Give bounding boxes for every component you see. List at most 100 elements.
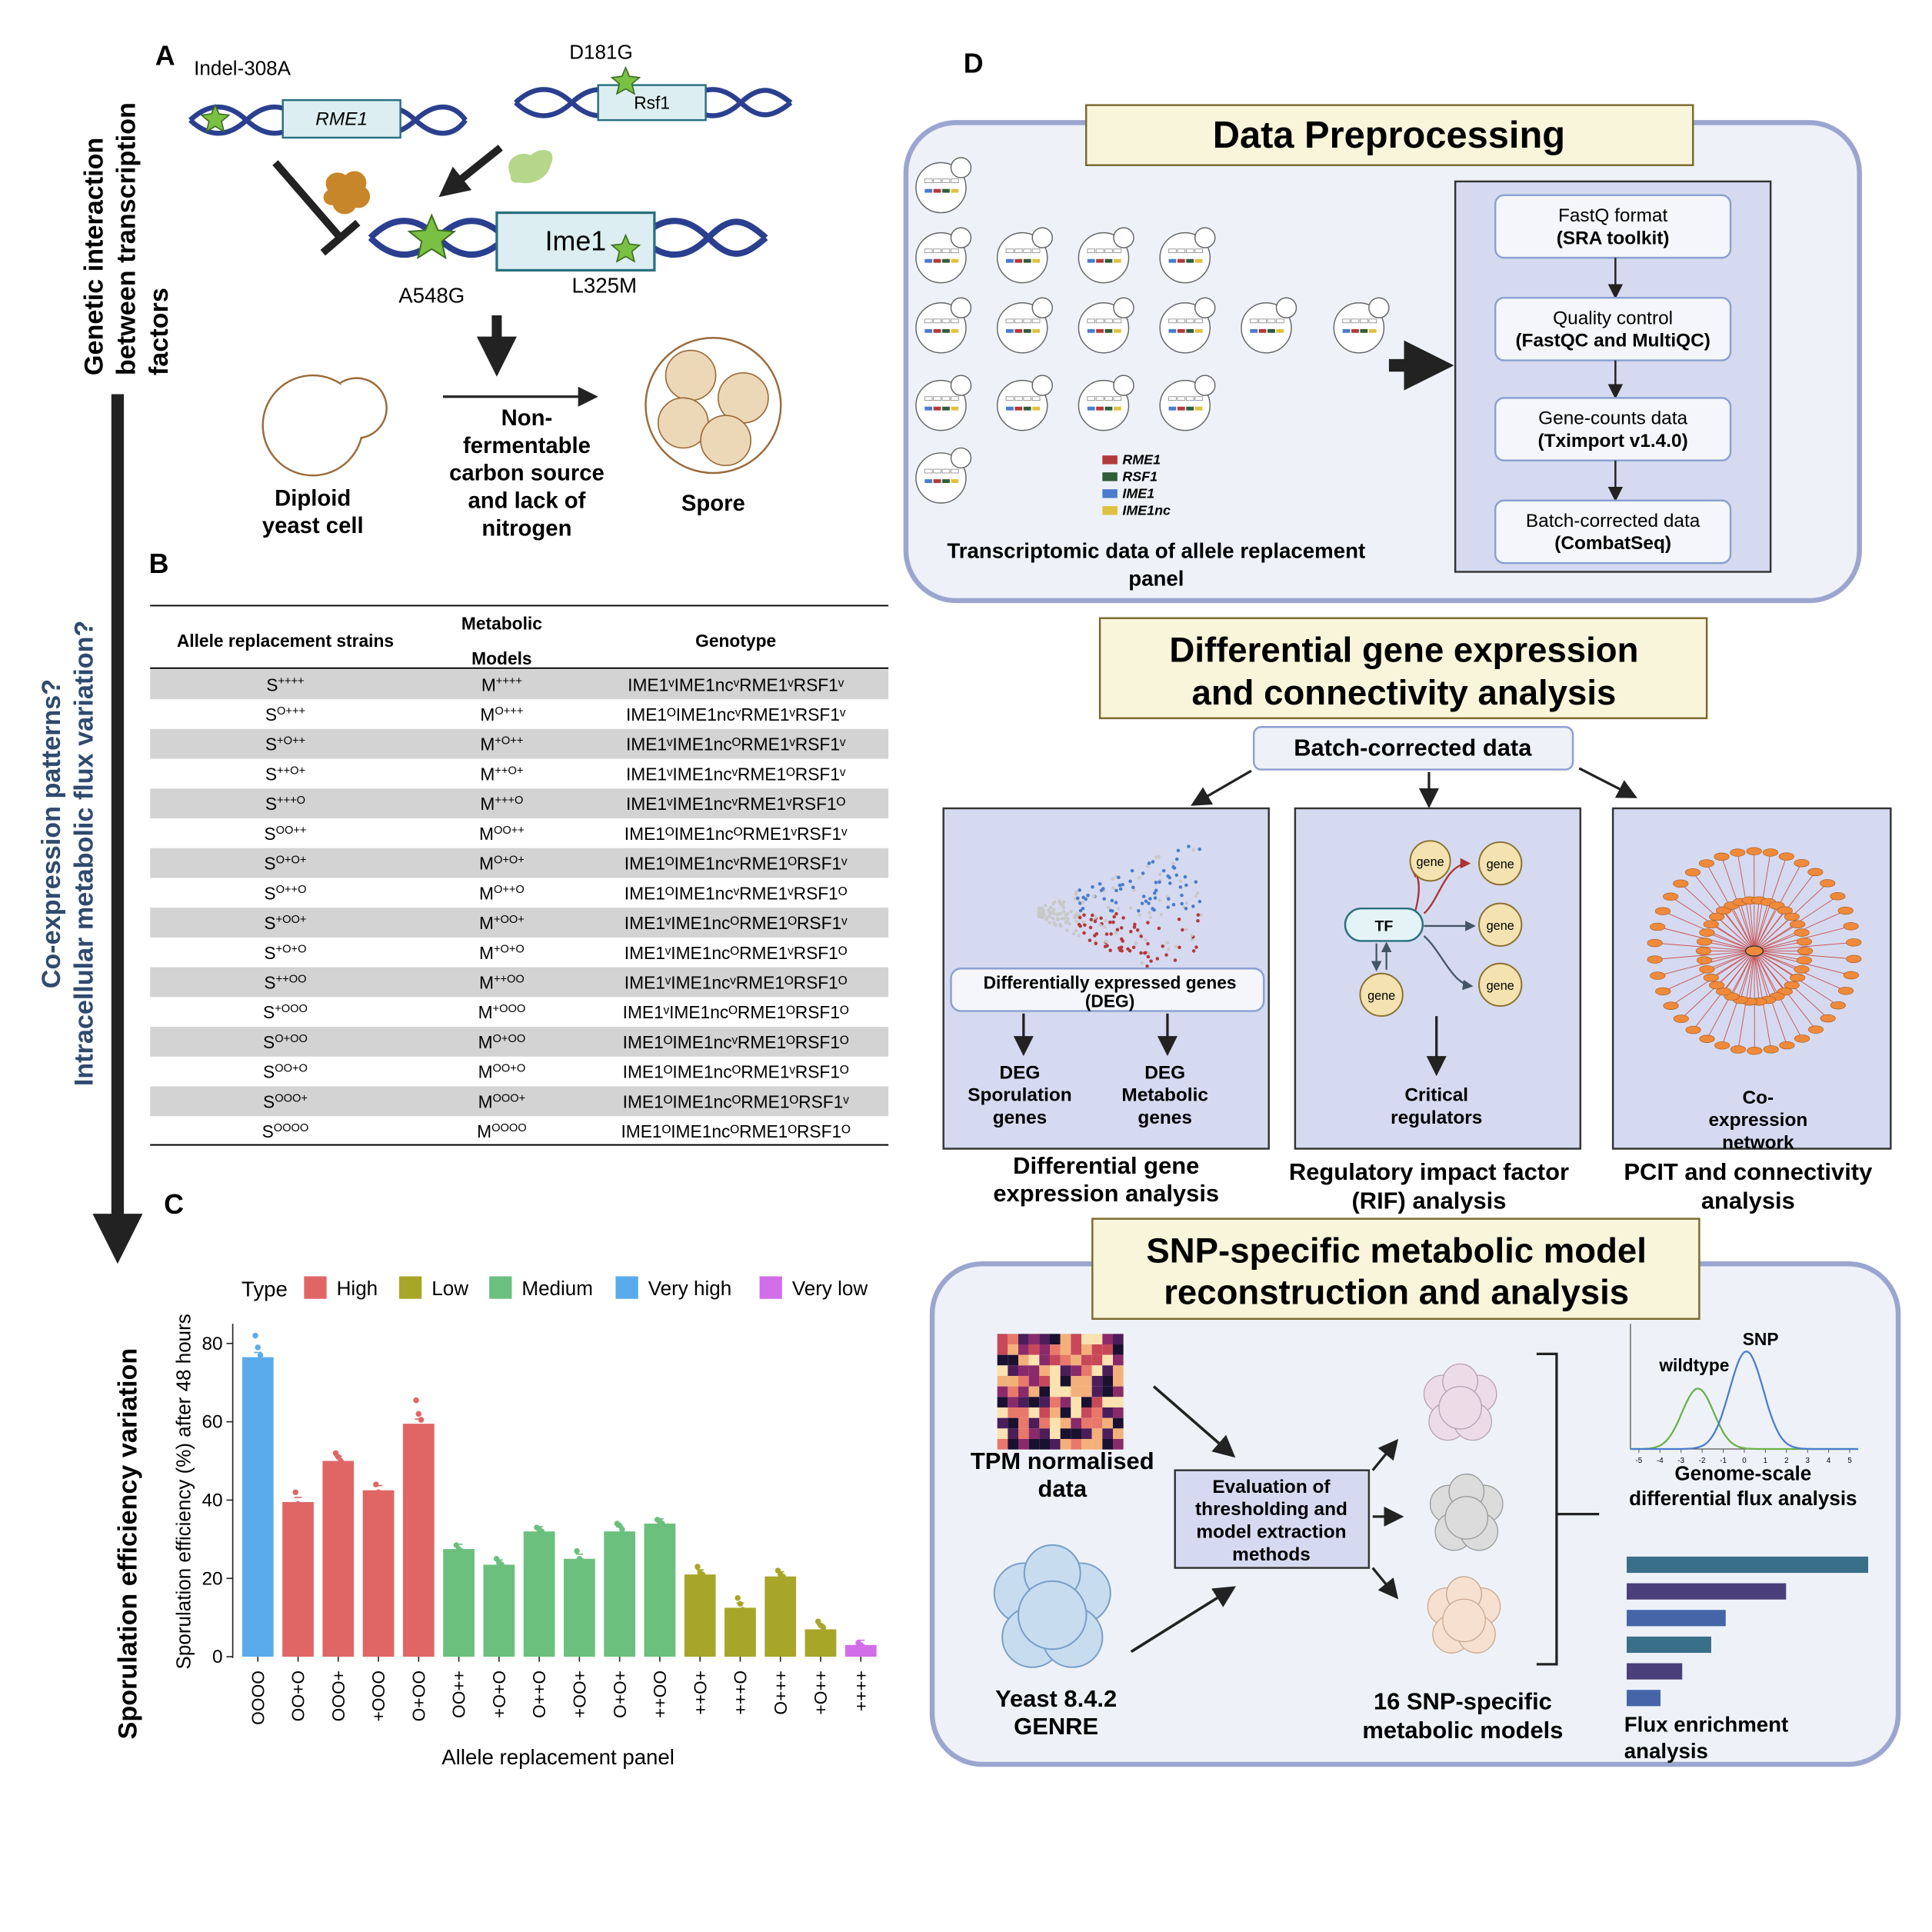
network-node: [1846, 954, 1862, 964]
model-sup: +OO+: [494, 914, 525, 926]
volcano-point: [1074, 890, 1078, 894]
volcano-point: [1128, 906, 1133, 910]
transcriptomic-label-1: Transcriptomic data of allele replacemen…: [947, 539, 1365, 563]
evaluation-label-1: Evaluation of: [1212, 1477, 1331, 1497]
heatmap-cell: [1071, 1375, 1082, 1387]
pipeline-step-label: Gene-counts data: [1538, 408, 1687, 429]
heatmap-cell: [1050, 1344, 1061, 1355]
legend-label: Medium: [521, 1277, 593, 1300]
network-node: [1654, 907, 1671, 915]
condition-label-1: Non-: [501, 405, 553, 431]
volcano-point: [1144, 951, 1148, 955]
tpm-arrow-icon: [1152, 1385, 1236, 1458]
network-node: [1696, 938, 1713, 946]
heatmap-cell: [1039, 1417, 1051, 1429]
spore-label: Spore: [681, 491, 745, 516]
indel-star-icon: [199, 103, 231, 133]
heatmap-cell: [1081, 1386, 1092, 1397]
strain-base: S: [266, 675, 278, 695]
volcano-point: [1089, 918, 1094, 921]
heatmap-cell: [1102, 1407, 1114, 1418]
volcano-point: [1158, 880, 1161, 884]
legend-swatch: [615, 1276, 638, 1299]
volcano-point: [1191, 949, 1196, 953]
heatmap-cell: [1008, 1407, 1019, 1418]
volcano-point: [1134, 941, 1138, 945]
model-cell: M+OO+: [479, 913, 525, 933]
heatmap-cell: [997, 1386, 1008, 1397]
dge-title-2: and connectivity analysis: [1192, 673, 1617, 712]
volcano-point: [1138, 913, 1141, 917]
genotype-cell: IME1ᴼIME1ncᴼRME1ᵛRSF1ᴼ: [623, 1062, 849, 1082]
volcano-point: [1103, 944, 1108, 948]
network-node: [1843, 922, 1859, 931]
flux-bar: [1627, 1690, 1661, 1707]
heatmap-cell: [1050, 1438, 1061, 1450]
transcriptomic-label-2: panel: [1128, 566, 1184, 590]
heatmap-cell: [1008, 1365, 1019, 1376]
genotype-cell: IME1ᵛIME1ncᴼRME1ᵛRSF1ᴼ: [625, 943, 848, 963]
heatmap-cell: [1018, 1365, 1029, 1376]
heatmap-cell: [1091, 1344, 1103, 1355]
volcano-point: [1198, 899, 1202, 904]
heatmap-cell: [1008, 1375, 1019, 1387]
table-row-shade: [150, 728, 889, 759]
heatmap-cell: [1081, 1417, 1092, 1429]
evaluation-label-2: thresholding and: [1195, 1499, 1347, 1520]
heatmap-cell: [1071, 1334, 1082, 1344]
rsf1-gene-label: Rsf1: [634, 93, 670, 113]
activation-arrow-icon: [438, 145, 503, 198]
volcano-point: [1168, 881, 1172, 885]
model-sup: ++O+: [495, 764, 523, 777]
volcano-point: [1056, 918, 1060, 921]
volcano-point: [1144, 938, 1148, 942]
model-cell: MO+OO: [478, 1032, 526, 1052]
heatmap-cell: [1050, 1334, 1061, 1344]
pipeline-step-label: FastQ format: [1558, 205, 1668, 226]
batch-corrected-label: Batch-corrected data: [1294, 734, 1532, 761]
strain-base: S: [264, 943, 275, 963]
volcano-point: [1045, 915, 1049, 920]
volcano-point: [1051, 916, 1055, 921]
strain-cell: SOO++: [264, 824, 306, 844]
coexpr-label-2: expression: [1708, 1110, 1807, 1131]
header-models-1: Metabolic: [461, 613, 542, 633]
legend-title: Type: [242, 1277, 288, 1301]
model-sup: ++OO: [494, 973, 525, 985]
coexpression-network: [1647, 847, 1862, 1055]
volcano-point: [1078, 915, 1082, 920]
volcano-point: [1115, 928, 1120, 932]
volcano-point: [1094, 931, 1099, 936]
dist-tick-label: -1: [1720, 1457, 1727, 1465]
model-cell: M+O++: [480, 734, 523, 754]
gene-node: [1359, 972, 1404, 1018]
volcano-point: [1102, 924, 1107, 929]
heatmap-cell: [1018, 1386, 1029, 1397]
volcano-point: [1048, 913, 1052, 918]
network-node: [1794, 965, 1810, 974]
gene-legend-swatch: [1102, 472, 1118, 481]
x-tick-label: ++OO: [650, 1671, 670, 1718]
volcano-point: [1184, 907, 1188, 911]
network-edge: [1754, 951, 1769, 1001]
heatmap-cell: [1091, 1375, 1103, 1387]
strain-base: S: [265, 705, 277, 724]
model-sup: +++O: [495, 794, 523, 807]
volcano-point: [1114, 931, 1118, 935]
network-node: [1703, 920, 1719, 928]
heatmap-cell: [1039, 1375, 1051, 1387]
model-sup: OO+O: [493, 1063, 526, 1075]
volcano-point: [1068, 921, 1071, 926]
model-sup: OO++: [494, 824, 525, 837]
volcano-point: [1166, 905, 1170, 909]
volcano-point: [1148, 897, 1152, 901]
volcano-point: [1128, 879, 1132, 884]
strain-cell: S+++O: [265, 794, 305, 814]
heatmap-cell: [997, 1365, 1008, 1376]
volcano-point: [1083, 923, 1087, 928]
volcano-point: [1081, 920, 1085, 924]
side-label-coexpr: Co-expression patterns?: [37, 679, 66, 988]
network-node: [1843, 971, 1859, 980]
volcano-point: [1194, 945, 1198, 949]
volcano-plot: [1037, 844, 1203, 986]
